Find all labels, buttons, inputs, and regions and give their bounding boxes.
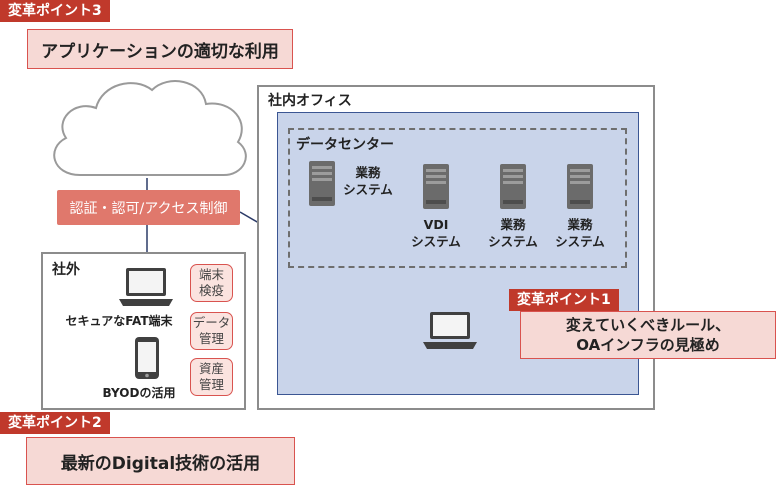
server-icon <box>423 164 449 209</box>
datacenter-frame <box>288 128 627 268</box>
smartphone-icon <box>135 337 159 379</box>
system-label-line2: システム <box>411 234 461 249</box>
point2-text: 最新のDigital技術の活用 <box>60 453 261 474</box>
byod-caption: BYODの活用 <box>102 386 176 400</box>
pill-line2: 管理 <box>198 377 224 392</box>
asset-management-pill: 資産 管理 <box>190 358 233 396</box>
pill-line1: データ <box>192 315 231 330</box>
laptop-icon <box>423 312 477 349</box>
system-label-line2: システム <box>488 234 538 249</box>
point1-line1: 変えていくべきルール、 <box>565 316 731 334</box>
office-label: 社内オフィス <box>268 93 352 109</box>
device-quarantine-pill: 端末 検疫 <box>190 264 233 302</box>
system-label-line1: 業務 <box>355 165 381 180</box>
vdi-system-label: VDI システム <box>406 216 466 250</box>
system-label: 業務 システム <box>550 216 610 250</box>
system-label-line1: 業務 <box>500 217 526 232</box>
server-icon <box>567 164 593 209</box>
system-label: 業務 システム <box>483 216 543 250</box>
outside-label: 社外 <box>52 262 80 278</box>
point1-tag: 変革ポイント1 <box>509 289 619 311</box>
system-label-line2: システム <box>343 182 393 197</box>
server-icon <box>309 161 335 206</box>
system-label-line2: システム <box>555 234 605 249</box>
auth-access-control-box: 認証・認可/アクセス制御 <box>57 190 240 225</box>
cloud-icon <box>53 80 247 177</box>
point3-tag: 変革ポイント3 <box>0 0 110 22</box>
system-label-line1: 業務 <box>567 217 593 232</box>
point2-callout: 最新のDigital技術の活用 <box>26 437 295 485</box>
data-management-pill: データ 管理 <box>190 312 233 350</box>
pill-line1: 端末 <box>198 267 224 282</box>
point2-tag: 変革ポイント2 <box>0 412 110 434</box>
point1-line2: OAインフラの見極め <box>576 336 720 354</box>
system-label: 業務 システム <box>338 164 398 198</box>
auth-access-control-label: 認証・認可/アクセス制御 <box>69 200 228 217</box>
point3-text: アプリケーションの適切な利用 <box>41 41 279 62</box>
point1-callout: 変えていくべきルール、 OAインフラの見極め <box>520 311 776 359</box>
server-icon <box>500 164 526 209</box>
point3-callout: アプリケーションの適切な利用 <box>27 29 293 69</box>
system-label-line1: VDI <box>423 217 449 232</box>
pill-line1: 資産 <box>198 361 224 376</box>
laptop-icon <box>119 268 173 306</box>
pill-line2: 管理 <box>198 331 224 346</box>
pill-line2: 検疫 <box>198 283 224 298</box>
fat-terminal-caption: セキュアなFAT端末 <box>65 314 173 328</box>
datacenter-label: データセンター <box>296 137 394 153</box>
